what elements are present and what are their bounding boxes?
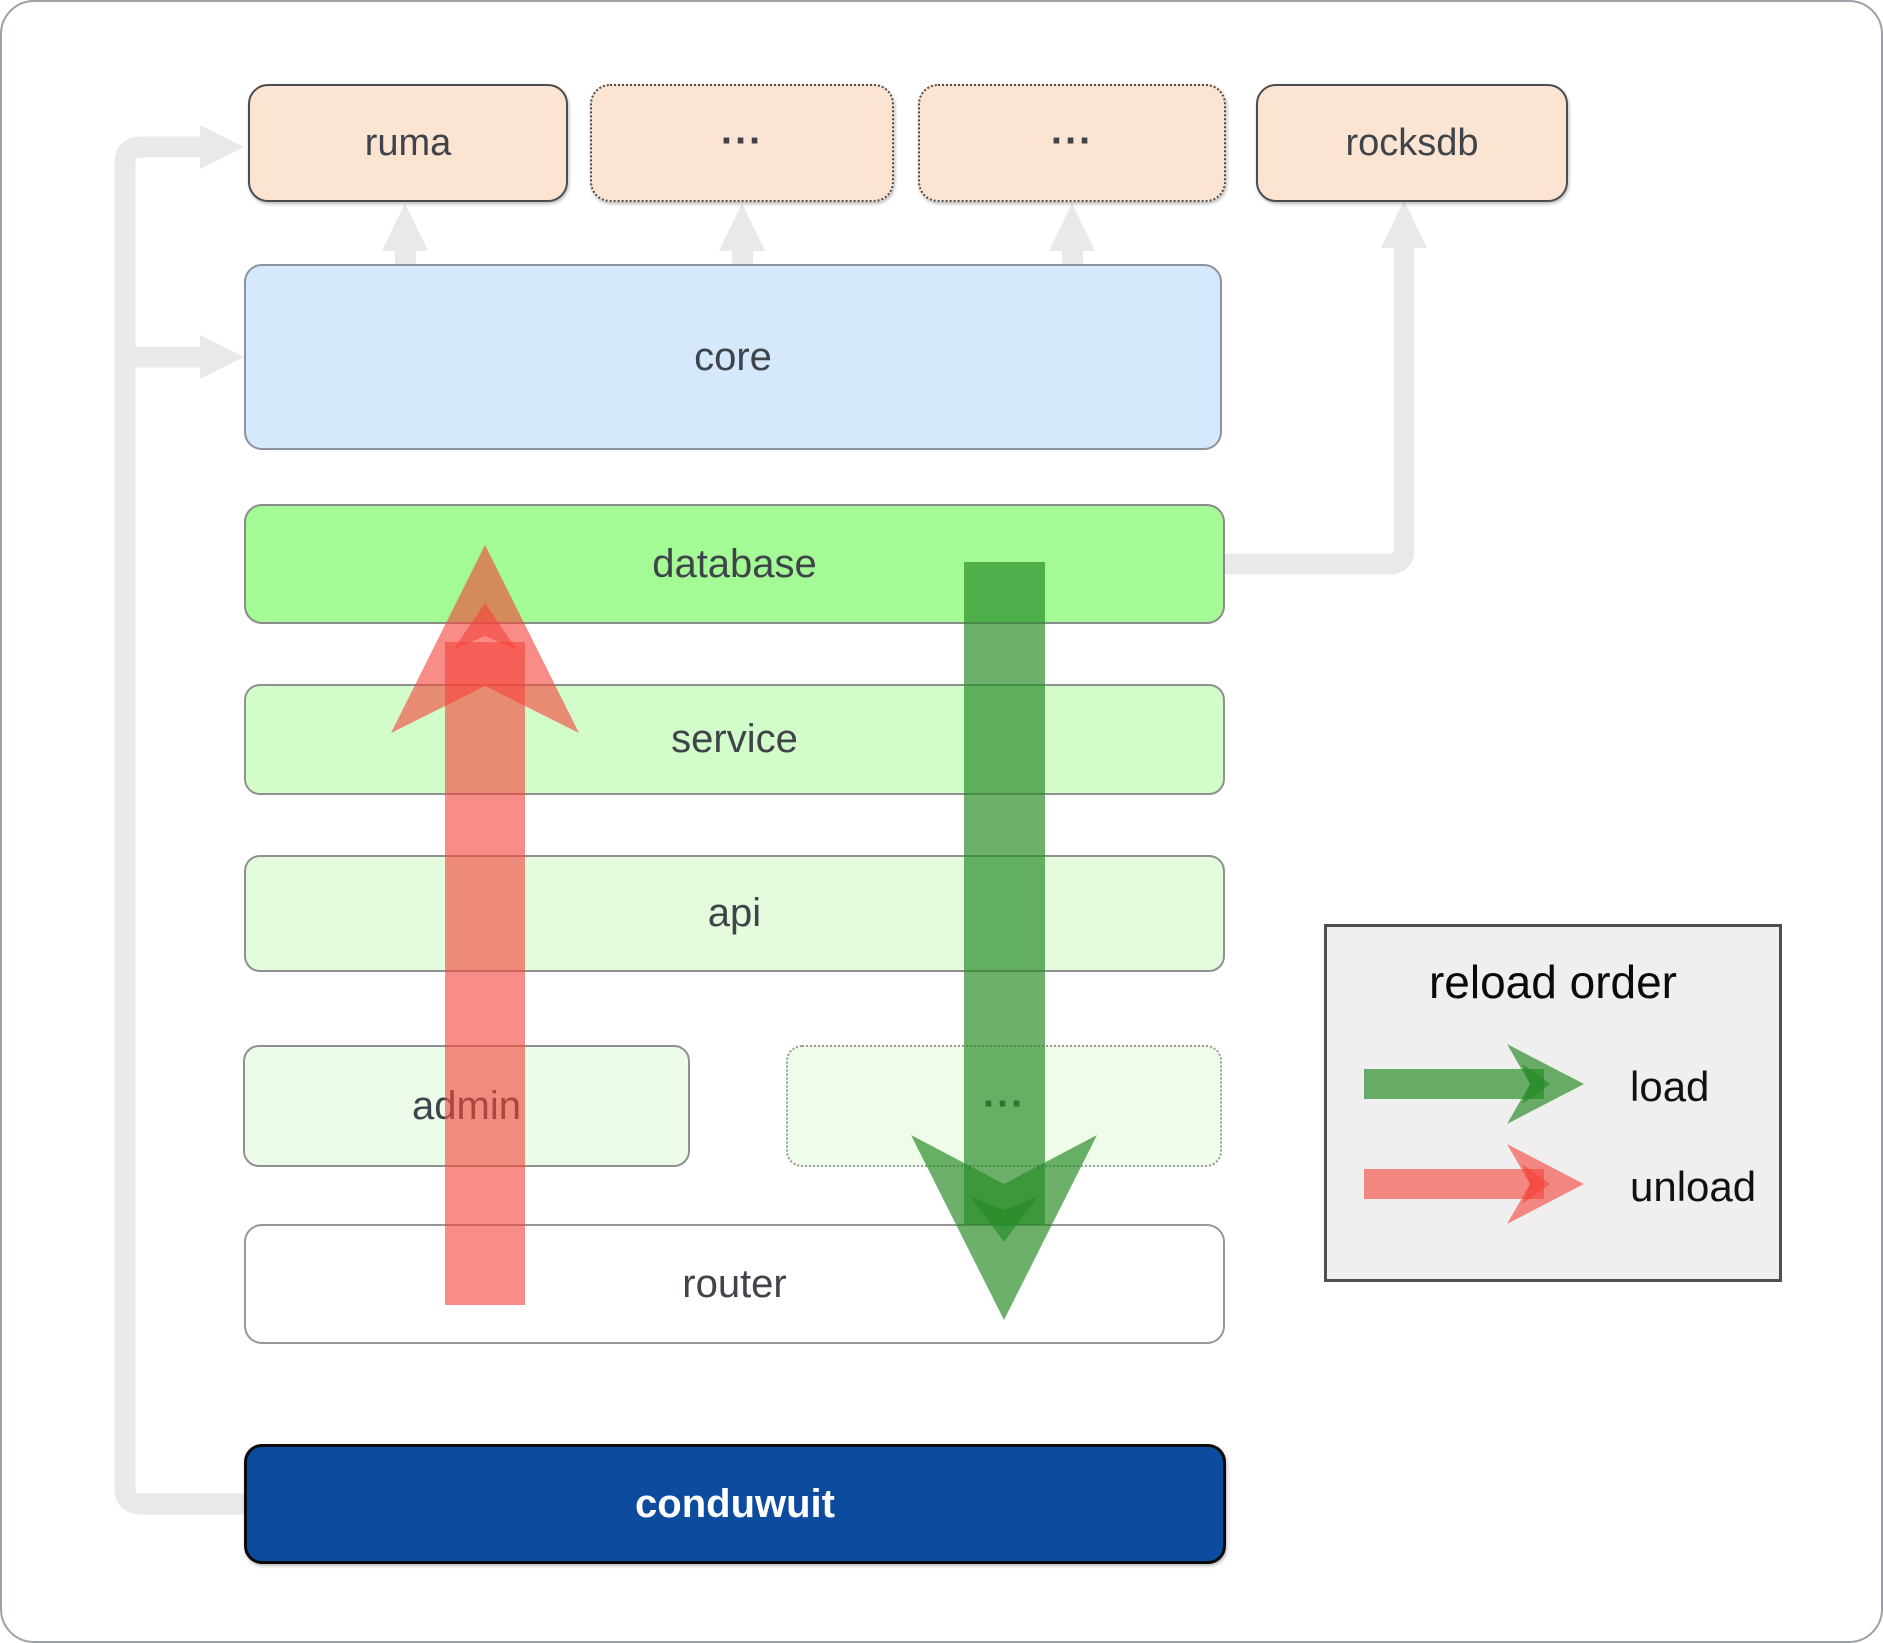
node-ruma: ruma [248, 84, 568, 202]
legend: reload order load unload [1324, 924, 1782, 1282]
node-extra-crate-2: ... [918, 84, 1226, 202]
node-ruma-label: ruma [364, 121, 452, 164]
arrowhead-into-core [200, 335, 244, 379]
core-to-crate1-arrow-shaft [732, 247, 753, 265]
node-database: database [244, 504, 1225, 624]
core-to-ruma-arrow-shaft [395, 247, 416, 265]
arrowhead-into-ruma [200, 125, 244, 169]
node-api: api [244, 855, 1225, 972]
core-to-crate2-arrowhead [1049, 203, 1095, 251]
node-extra-crate-3-label: ... [982, 1070, 1026, 1115]
node-extra-crate-1-label: ... [720, 107, 764, 152]
database-to-rocksdb-connector [1225, 244, 1415, 575]
legend-load-label: load [1630, 1063, 1710, 1110]
node-router-label: router [682, 1261, 787, 1306]
core-to-crate2-arrow-shaft [1062, 247, 1083, 265]
node-service-label: service [671, 717, 798, 761]
node-conduwuit-label: conduwuit [635, 1481, 835, 1526]
node-service: service [244, 684, 1225, 795]
node-extra-crate-2-label: ... [1050, 107, 1094, 152]
node-extra-crate-1: ... [590, 84, 894, 202]
node-admin: admin [243, 1045, 690, 1167]
node-api-label: api [707, 891, 762, 935]
node-rocksdb: rocksdb [1256, 84, 1568, 202]
core-to-crate1-arrowhead [719, 203, 765, 251]
arrowhead-into-rocksdb [1381, 200, 1427, 248]
conduwuit-to-ruma-connector [114, 136, 245, 1515]
legend-unload-label: unload [1630, 1163, 1757, 1210]
node-core-label: core [694, 334, 772, 379]
node-extra-crate-3: ... [786, 1045, 1222, 1167]
node-database-label: database [652, 541, 817, 586]
node-admin-label: admin [412, 1083, 521, 1128]
node-rocksdb-label: rocksdb [1345, 121, 1479, 164]
core-to-ruma-arrowhead [382, 203, 428, 251]
node-conduwuit: conduwuit [244, 1444, 1226, 1564]
node-core: core [244, 264, 1222, 450]
node-router: router [244, 1224, 1225, 1344]
legend-title: reload order [1428, 956, 1678, 1008]
